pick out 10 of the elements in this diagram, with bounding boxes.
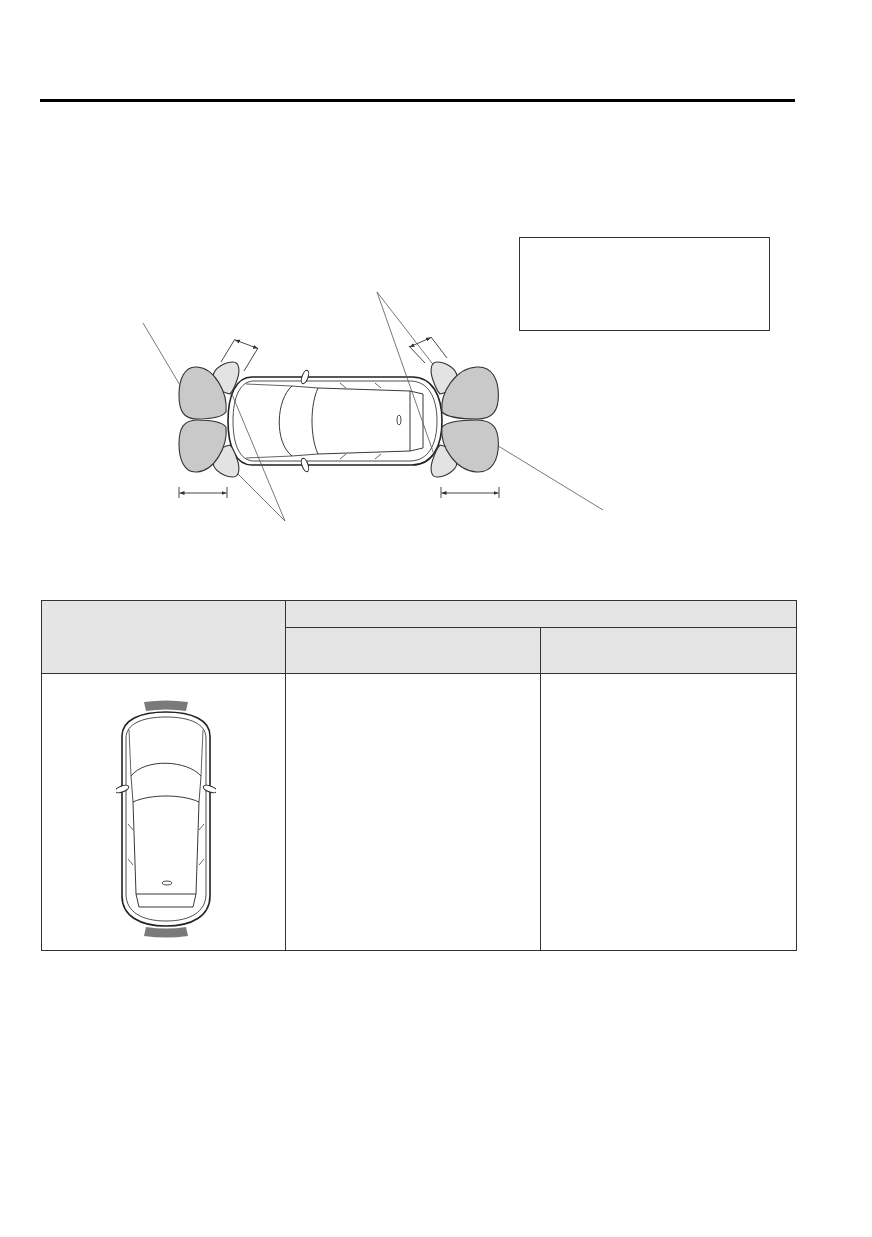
detection-zone	[178, 419, 227, 473]
detection-zone	[441, 419, 499, 473]
detection-zone	[178, 366, 227, 420]
leader-line	[497, 445, 604, 511]
leader-line	[376, 291, 435, 456]
leader-line	[142, 322, 181, 386]
leader-line	[237, 473, 286, 522]
detection-zone	[441, 366, 499, 420]
leader-line	[230, 392, 286, 522]
leader-line	[376, 291, 434, 365]
